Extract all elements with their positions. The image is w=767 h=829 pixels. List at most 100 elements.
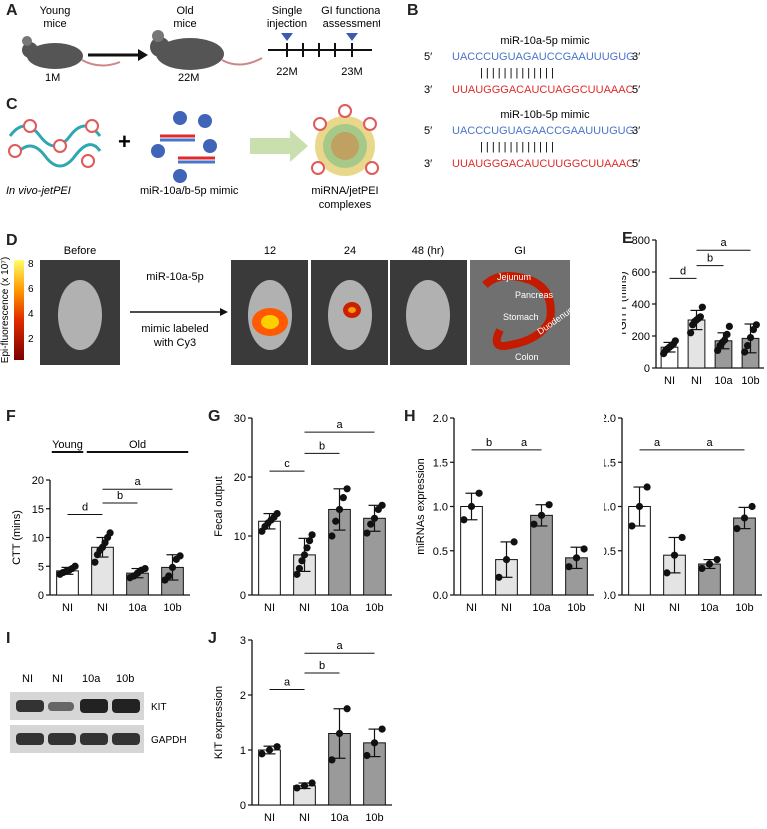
data-point xyxy=(303,544,311,552)
panel-letter-i: I xyxy=(6,630,11,647)
gapdh-band-4 xyxy=(112,733,140,745)
colorbar xyxy=(14,260,24,360)
sig-label: b xyxy=(117,490,123,502)
organ-stomach: Stomach xyxy=(503,312,539,322)
gapdh-band-3 xyxy=(80,733,108,745)
panel-letter-j: J xyxy=(208,630,217,647)
data-point xyxy=(628,522,636,530)
sig-label: a xyxy=(284,677,291,689)
data-point xyxy=(300,551,309,559)
x-tick-label: 10b xyxy=(567,602,585,614)
data-point xyxy=(106,529,114,537)
sig-label: a xyxy=(654,437,661,449)
y-axis-label: KIT expression xyxy=(213,686,225,759)
band-kit: KIT xyxy=(151,702,167,713)
lane-4: 10b xyxy=(116,673,134,685)
time-12: 12 xyxy=(264,245,276,257)
y-tick-label: 600 xyxy=(632,267,650,279)
data-point xyxy=(733,525,741,533)
arrow-label-3: with Cy3 xyxy=(153,337,196,349)
time-24: 24 xyxy=(344,245,356,257)
panel-i-blot: NI NI 10a 10b KIT GAPDH xyxy=(10,673,187,753)
y-tick-label: 1.5 xyxy=(433,457,448,469)
data-point xyxy=(671,337,679,345)
data-point xyxy=(510,538,518,546)
kit-band-4 xyxy=(112,699,140,713)
panel-letter-g: G xyxy=(208,408,221,425)
gi-label: GI functional xyxy=(321,5,380,17)
data-point xyxy=(168,563,177,571)
organ-jejunum: Jejunum xyxy=(497,272,531,282)
y-tick-label: 0 xyxy=(240,800,246,812)
gi-marker xyxy=(346,33,358,41)
bar xyxy=(258,749,281,806)
y-tick-label: 1.5 xyxy=(604,457,616,469)
sig-label: a xyxy=(336,640,343,652)
panel-letter-d: D xyxy=(6,232,18,249)
age-young: 1M xyxy=(45,72,60,84)
x-tick-label: 10a xyxy=(128,602,147,614)
x-tick-label: 10b xyxy=(741,375,759,387)
injection-marker xyxy=(281,33,293,41)
three-prime-b2: 3′ xyxy=(424,158,432,170)
complex-arrow xyxy=(250,130,308,162)
arrow-label-2: mimic labeled xyxy=(141,323,208,335)
tick-23m: 23M xyxy=(341,66,362,78)
y-tick-label: 10 xyxy=(234,531,246,543)
x-tick-label: 10a xyxy=(700,602,719,614)
data-point xyxy=(91,558,99,566)
x-tick-label: NI xyxy=(264,602,275,614)
time-48: 48 (hr) xyxy=(412,245,444,257)
x-tick-label: 10a xyxy=(714,375,733,387)
y-tick-label: 0.0 xyxy=(433,590,448,602)
gi-label-2: assessment xyxy=(323,18,380,30)
data-point xyxy=(580,545,588,553)
panel-letter-e: E xyxy=(622,230,633,247)
y-tick-label: 2.0 xyxy=(604,413,616,425)
data-point xyxy=(725,322,733,330)
y-tick-label: 1 xyxy=(240,745,246,757)
data-point xyxy=(141,564,149,573)
three-prime-a: 3′ xyxy=(632,51,640,63)
data-point xyxy=(258,750,266,758)
panel-letter-c: C xyxy=(6,96,18,113)
data-point xyxy=(328,532,336,540)
data-point xyxy=(300,782,309,790)
chart-h-10b: 0.00.51.01.52.0NINI10a10bYoungOldmiR-10b… xyxy=(604,413,762,614)
data-point xyxy=(265,746,274,754)
five-prime-b2: 5′ xyxy=(632,158,640,170)
sig-label: d xyxy=(82,502,88,514)
lane-3: 10a xyxy=(82,673,101,685)
data-point xyxy=(176,552,184,560)
seq-10b-top: UACCCUGUAGAACCGAAUUUGUG xyxy=(452,125,634,137)
x-tick-label: 10b xyxy=(163,602,181,614)
x-tick-label: 10b xyxy=(365,812,383,824)
data-point xyxy=(467,502,476,511)
data-point xyxy=(752,321,760,329)
title-10a: miR-10a-5p mimic xyxy=(500,35,590,47)
y-tick-label: 0.0 xyxy=(604,590,616,602)
data-point xyxy=(687,329,695,337)
plus-sign: + xyxy=(118,129,131,154)
data-point xyxy=(378,725,386,733)
data-point xyxy=(743,342,752,350)
y-tick-label: 20 xyxy=(234,472,246,484)
panel-letter-b: B xyxy=(407,2,419,19)
data-point xyxy=(370,739,379,747)
group-label-young: Young xyxy=(52,439,83,451)
y-tick-label: 15 xyxy=(32,504,44,516)
data-point xyxy=(696,313,705,321)
age-old: 22M xyxy=(178,72,199,84)
y-tick-label: 200 xyxy=(632,331,650,343)
data-point xyxy=(530,520,538,528)
data-point xyxy=(537,511,546,519)
x-tick-label: NI xyxy=(264,812,275,824)
sig-label: a xyxy=(521,437,528,449)
data-point xyxy=(273,743,281,751)
y-tick-label: 5 xyxy=(38,561,44,573)
before-label: Before xyxy=(64,245,96,257)
data-point xyxy=(698,303,706,311)
data-point xyxy=(495,573,503,581)
data-point xyxy=(723,330,731,338)
